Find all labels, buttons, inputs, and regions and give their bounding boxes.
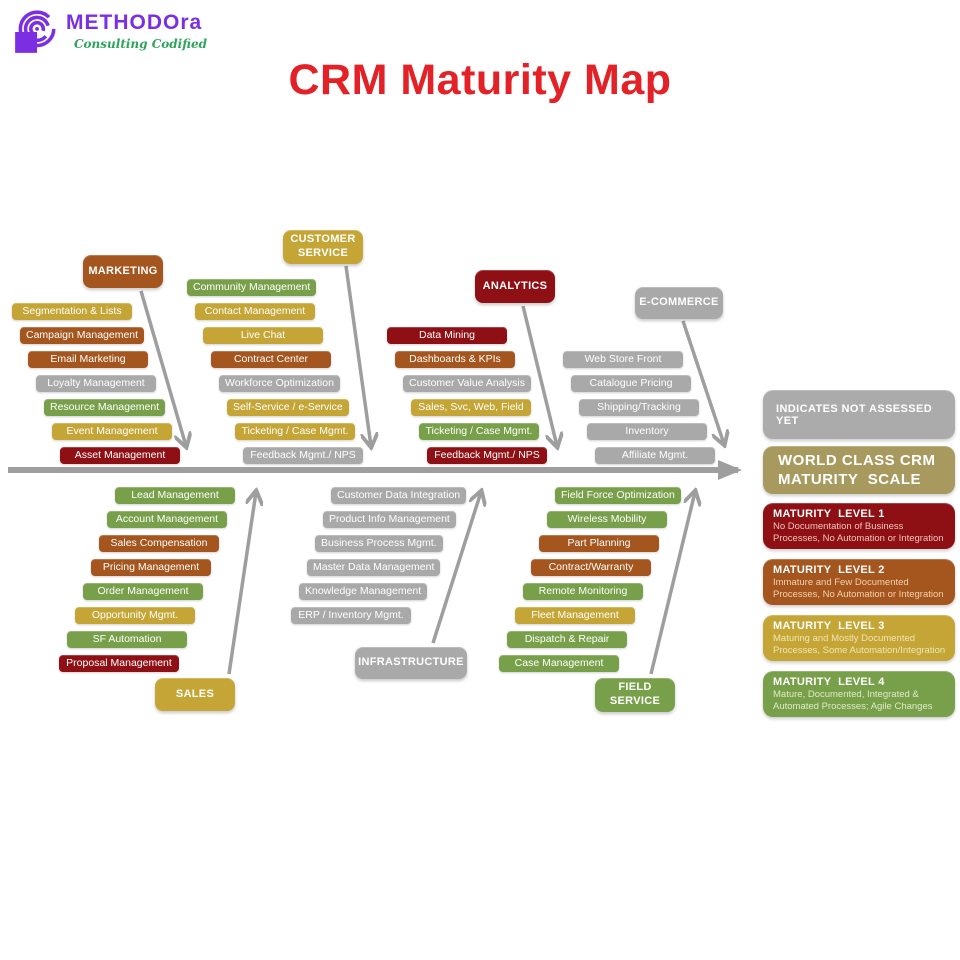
item-marketing-0: Segmentation & Lists <box>12 303 132 320</box>
maturity-level-1-description: No Documentation of Business Processes, … <box>773 521 944 544</box>
field-service-arrow <box>649 492 695 675</box>
item-analytics-4: Ticketing / Case Mgmt. <box>419 423 539 440</box>
customer-service-arrow <box>344 265 371 446</box>
item-field_service-7: Case Management <box>499 655 619 672</box>
spiral-logo-icon <box>15 10 56 53</box>
maturity-level-3-title: MATURITY LEVEL 3 <box>773 620 885 632</box>
item-marketing-5: Event Management <box>52 423 172 440</box>
item-marketing-4: Resource Management <box>44 399 166 416</box>
column-header-ecommerce: E-COMMERCE <box>635 287 723 319</box>
legend-world-class-scale: WORLD CLASS CRM MATURITY SCALE <box>763 446 955 494</box>
item-field_service-6: Dispatch & Repair <box>507 631 627 648</box>
legend-maturity-level-1: MATURITY LEVEL 1 No Documentation of Bus… <box>763 503 955 549</box>
item-field_service-1: Wireless Mobility <box>547 511 667 528</box>
item-sales-0: Lead Management <box>115 487 235 504</box>
maturity-level-2-title: MATURITY LEVEL 2 <box>773 564 885 576</box>
legend-maturity-level-2: MATURITY LEVEL 2 Immature and Few Docume… <box>763 559 955 605</box>
page-title: CRM Maturity Map <box>288 56 672 104</box>
methodora-logo: METHODOra Consulting Codified <box>12 8 207 56</box>
item-sales-4: Order Management <box>83 583 203 600</box>
item-ecommerce-0: Web Store Front <box>563 351 683 368</box>
ecommerce-arrow <box>681 320 724 444</box>
legend-maturity-level-4: MATURITY LEVEL 4 Mature, Documented, Int… <box>763 671 955 717</box>
item-field_service-0: Field Force Optimization <box>555 487 681 504</box>
item-analytics-1: Dashboards & KPIs <box>395 351 515 368</box>
maturity-level-2-description: Immature and Few Documented Processes, N… <box>773 577 944 600</box>
marketing-arrow <box>139 290 186 446</box>
item-infrastructure-5: ERP / Inventory Mgmt. <box>291 607 411 624</box>
item-ecommerce-3: Inventory <box>587 423 707 440</box>
item-sales-1: Account Management <box>107 511 227 528</box>
maturity-level-4-title: MATURITY LEVEL 4 <box>773 676 885 688</box>
legend-maturity-level-3: MATURITY LEVEL 3 Maturing and Mostly Doc… <box>763 615 955 661</box>
item-ecommerce-4: Affiliate Mgmt. <box>595 447 715 464</box>
column-header-field_service: FIELD SERVICE <box>595 678 675 712</box>
item-field_service-3: Contract/Warranty <box>531 559 651 576</box>
analytics-arrow <box>521 305 557 446</box>
item-field_service-4: Remote Monitoring <box>523 583 643 600</box>
item-field_service-2: Part Planning <box>539 535 659 552</box>
item-infrastructure-4: Knowledge Management <box>299 583 428 600</box>
item-marketing-1: Campaign Management <box>20 327 145 344</box>
legend-world-class-label: WORLD CLASS CRM MATURITY SCALE <box>778 452 936 488</box>
item-customer_service-0: Community Management <box>187 279 317 296</box>
column-header-infrastructure: INFRASTRUCTURE <box>355 647 467 679</box>
logo-tagline: Consulting Codified <box>74 37 207 51</box>
item-field_service-5: Fleet Management <box>515 607 635 624</box>
item-sales-6: SF Automation <box>67 631 187 648</box>
item-analytics-3: Sales, Svc, Web, Field <box>411 399 531 416</box>
item-analytics-0: Data Mining <box>387 327 507 344</box>
item-marketing-6: Asset Management <box>60 447 180 464</box>
item-analytics-2: Customer Value Analysis <box>403 375 531 392</box>
item-infrastructure-3: Master Data Management <box>307 559 441 576</box>
item-sales-7: Proposal Management <box>59 655 179 672</box>
sales-arrow <box>227 492 256 675</box>
column-header-analytics: ANALYTICS <box>475 270 555 303</box>
item-sales-3: Pricing Management <box>91 559 211 576</box>
item-analytics-5: Feedback Mgmt./ NPS <box>427 447 547 464</box>
legend-not-assessed-label: INDICATES NOT ASSESSED YET <box>776 402 933 427</box>
item-customer_service-2: Live Chat <box>203 327 323 344</box>
item-marketing-3: Loyalty Management <box>36 375 156 392</box>
column-header-marketing: MARKETING <box>83 255 163 288</box>
maturity-level-1-title: MATURITY LEVEL 1 <box>773 508 885 520</box>
logo-name: METHODOra <box>66 11 203 34</box>
column-header-sales: SALES <box>155 678 235 711</box>
item-infrastructure-1: Product Info Management <box>323 511 456 528</box>
item-customer_service-7: Feedback Mgmt./ NPS <box>243 447 363 464</box>
item-marketing-2: Email Marketing <box>28 351 148 368</box>
infrastructure-arrow <box>431 492 481 644</box>
item-customer_service-3: Contract Center <box>211 351 331 368</box>
maturity-level-4-description: Mature, Documented, Integrated & Automat… <box>773 689 933 712</box>
item-infrastructure-2: Business Process Mgmt. <box>315 535 443 552</box>
item-customer_service-4: Workforce Optimization <box>219 375 340 392</box>
item-customer_service-1: Contact Management <box>195 303 315 320</box>
item-infrastructure-0: Customer Data Integration <box>331 487 467 504</box>
item-sales-5: Opportunity Mgmt. <box>75 607 195 624</box>
item-customer_service-6: Ticketing / Case Mgmt. <box>235 423 355 440</box>
column-header-customer_service: CUSTOMER SERVICE <box>283 230 363 264</box>
item-customer_service-5: Self-Service / e-Service <box>227 399 349 416</box>
item-sales-2: Sales Compensation <box>99 535 219 552</box>
legend-not-assessed: INDICATES NOT ASSESSED YET <box>763 390 955 439</box>
item-ecommerce-1: Catalogue Pricing <box>571 375 691 392</box>
item-ecommerce-2: Shipping/Tracking <box>579 399 699 416</box>
maturity-level-3-description: Maturing and Mostly Documented Processes… <box>773 633 946 656</box>
